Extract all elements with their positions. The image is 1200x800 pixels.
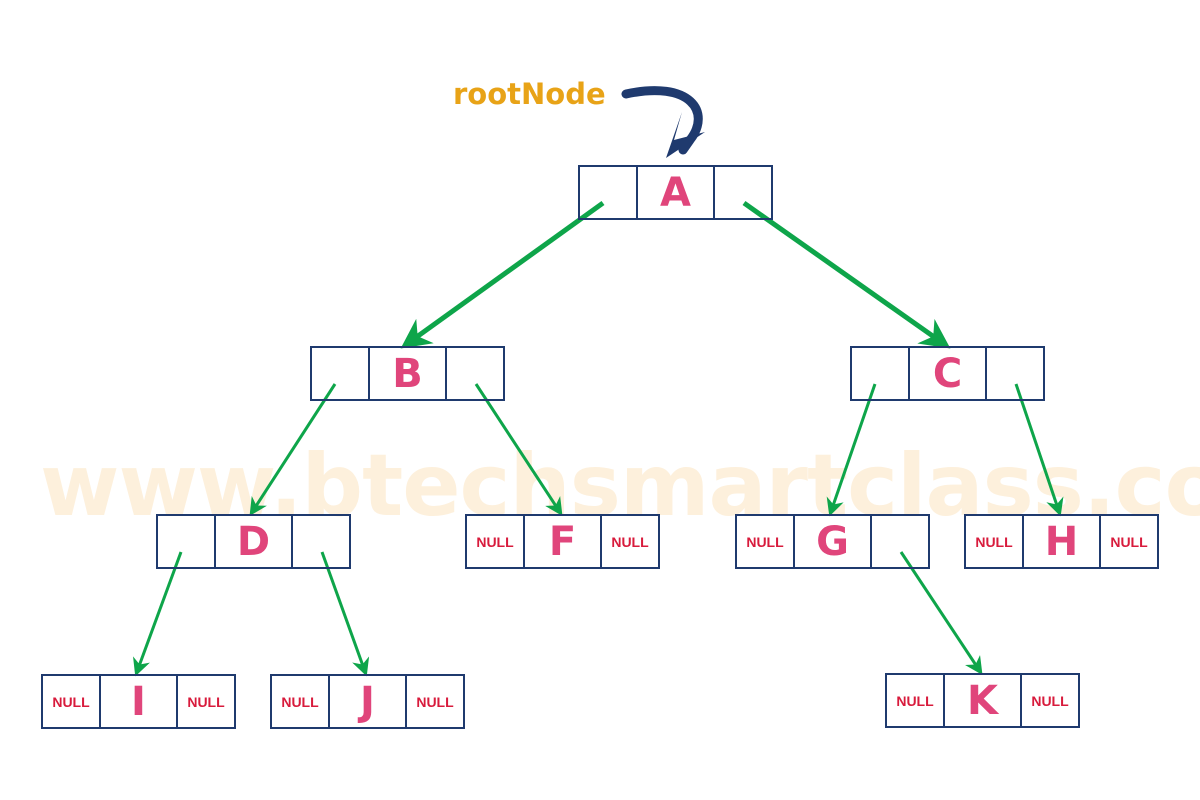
node-value-text: K — [967, 677, 998, 724]
left-pointer — [312, 348, 368, 399]
node-value-text: A — [660, 169, 691, 216]
tree-node-i: NULL I NULL — [41, 674, 236, 729]
node-value-text: G — [816, 518, 849, 565]
left-pointer — [580, 167, 636, 218]
root-pointer-arrowhead — [666, 112, 705, 158]
right-pointer — [293, 516, 349, 567]
right-pointer — [715, 167, 771, 218]
root-label: rootNode — [453, 77, 606, 111]
right-pointer: NULL — [1022, 675, 1078, 726]
left-pointer-text: NULL — [52, 693, 90, 710]
left-pointer: NULL — [467, 516, 523, 567]
left-pointer-text: NULL — [975, 533, 1013, 550]
left-pointer — [158, 516, 214, 567]
left-pointer-text: NULL — [281, 693, 319, 710]
tree-node-j: NULL J NULL — [270, 674, 465, 729]
right-pointer-text: NULL — [416, 693, 454, 710]
left-pointer: NULL — [887, 675, 943, 726]
tree-node-a: A — [578, 165, 773, 220]
tree-node-c: C — [850, 346, 1045, 401]
left-pointer: NULL — [966, 516, 1022, 567]
node-value: I — [99, 676, 178, 727]
edge-g-k — [899, 551, 983, 676]
node-value: J — [328, 676, 407, 727]
tree-node-h: NULL H NULL — [964, 514, 1159, 569]
tree-node-g: NULL G — [735, 514, 930, 569]
edge-a-b — [400, 200, 605, 349]
node-value: H — [1022, 516, 1101, 567]
node-value: A — [636, 167, 715, 218]
edge-b-d — [249, 383, 337, 517]
right-pointer: NULL — [178, 676, 234, 727]
node-value: G — [793, 516, 872, 567]
node-value-text: J — [360, 678, 375, 725]
edge-d-i — [133, 551, 183, 677]
node-value: C — [908, 348, 987, 399]
node-value: D — [214, 516, 293, 567]
edge-b-f — [474, 383, 563, 517]
edge-a-c — [742, 200, 951, 349]
watermark: www.btechsmartclass.com — [40, 436, 1200, 536]
left-pointer — [852, 348, 908, 399]
tree-node-d: D — [156, 514, 351, 569]
left-pointer-text: NULL — [476, 533, 514, 550]
tree-node-f: NULL F NULL — [465, 514, 660, 569]
right-pointer: NULL — [602, 516, 658, 567]
node-value-text: C — [932, 350, 963, 397]
right-pointer: NULL — [407, 676, 463, 727]
right-pointer-text: NULL — [1031, 692, 1069, 709]
right-pointer — [987, 348, 1043, 399]
left-pointer: NULL — [43, 676, 99, 727]
node-value: F — [523, 516, 602, 567]
edge-c-h — [1014, 383, 1064, 517]
node-value-text: H — [1044, 518, 1079, 565]
left-pointer-text: NULL — [746, 533, 784, 550]
edge-c-g — [826, 383, 877, 517]
right-pointer — [872, 516, 928, 567]
left-pointer: NULL — [272, 676, 328, 727]
tree-node-k: NULL K NULL — [885, 673, 1080, 728]
left-pointer: NULL — [737, 516, 793, 567]
node-value-text: I — [131, 678, 146, 725]
right-pointer — [447, 348, 503, 399]
right-pointer-text: NULL — [1110, 533, 1148, 550]
edge-d-j — [320, 551, 370, 677]
node-value-text: F — [548, 518, 577, 565]
node-value-text: B — [392, 350, 423, 397]
left-pointer-text: NULL — [896, 692, 934, 709]
tree-node-b: B — [310, 346, 505, 401]
right-pointer-text: NULL — [611, 533, 649, 550]
right-pointer-text: NULL — [187, 693, 225, 710]
node-value: B — [368, 348, 447, 399]
node-value: K — [943, 675, 1022, 726]
node-value-text: D — [236, 518, 271, 565]
right-pointer: NULL — [1101, 516, 1157, 567]
